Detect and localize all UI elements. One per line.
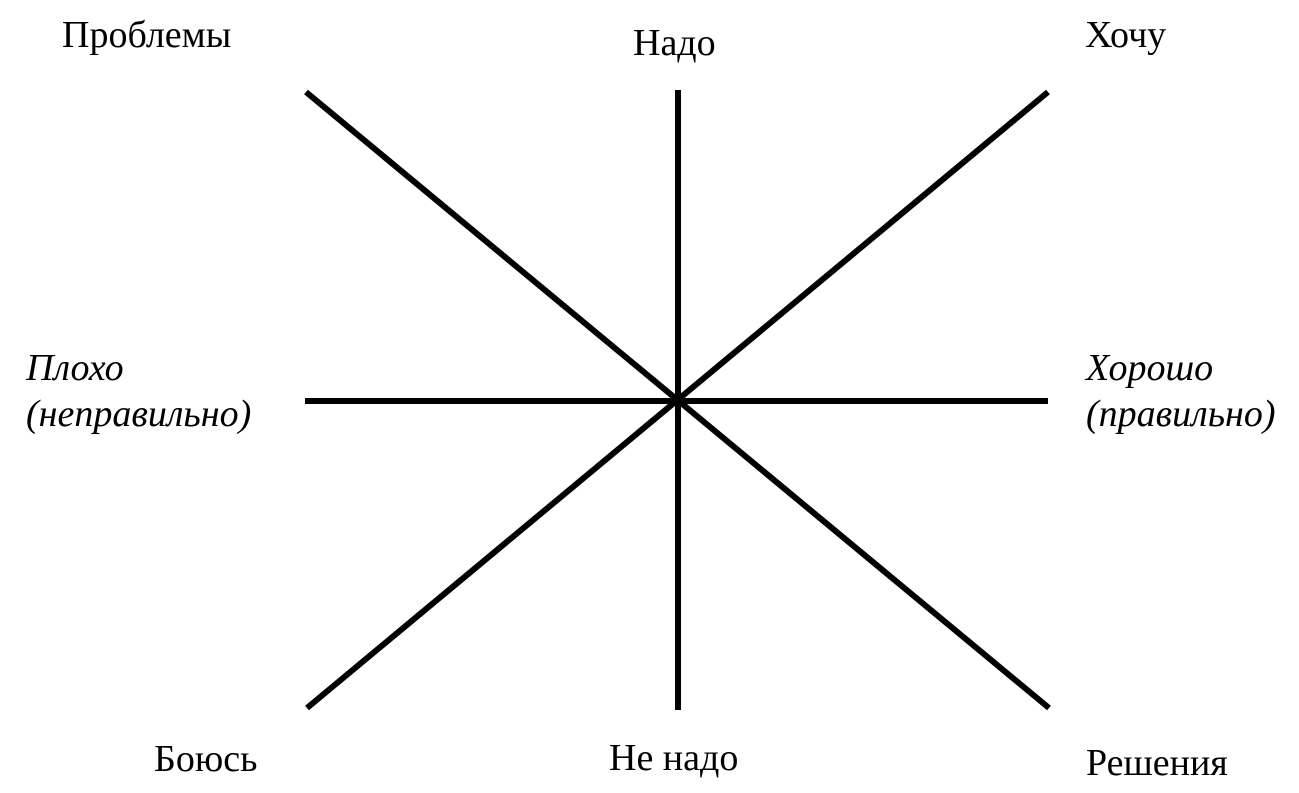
label-good-line2: (правильно) xyxy=(1086,392,1276,435)
axis-diagonal-ascending xyxy=(305,89,1050,711)
label-bad: Плохо (неправильно) xyxy=(26,346,251,437)
label-must: Надо xyxy=(633,22,716,64)
label-good-line1: Хорошо xyxy=(1086,347,1214,389)
label-bad-line1: Плохо xyxy=(26,347,124,389)
label-solutions: Решения xyxy=(1086,742,1228,784)
label-bad-line2: (неправильно) xyxy=(26,392,252,435)
label-want: Хочу xyxy=(1085,14,1167,56)
label-must-not: Не надо xyxy=(609,737,739,779)
label-fear: Боюсь xyxy=(154,738,258,780)
label-problems: Проблемы xyxy=(62,14,232,56)
label-good: Хорошо (правильно) xyxy=(1086,346,1276,437)
